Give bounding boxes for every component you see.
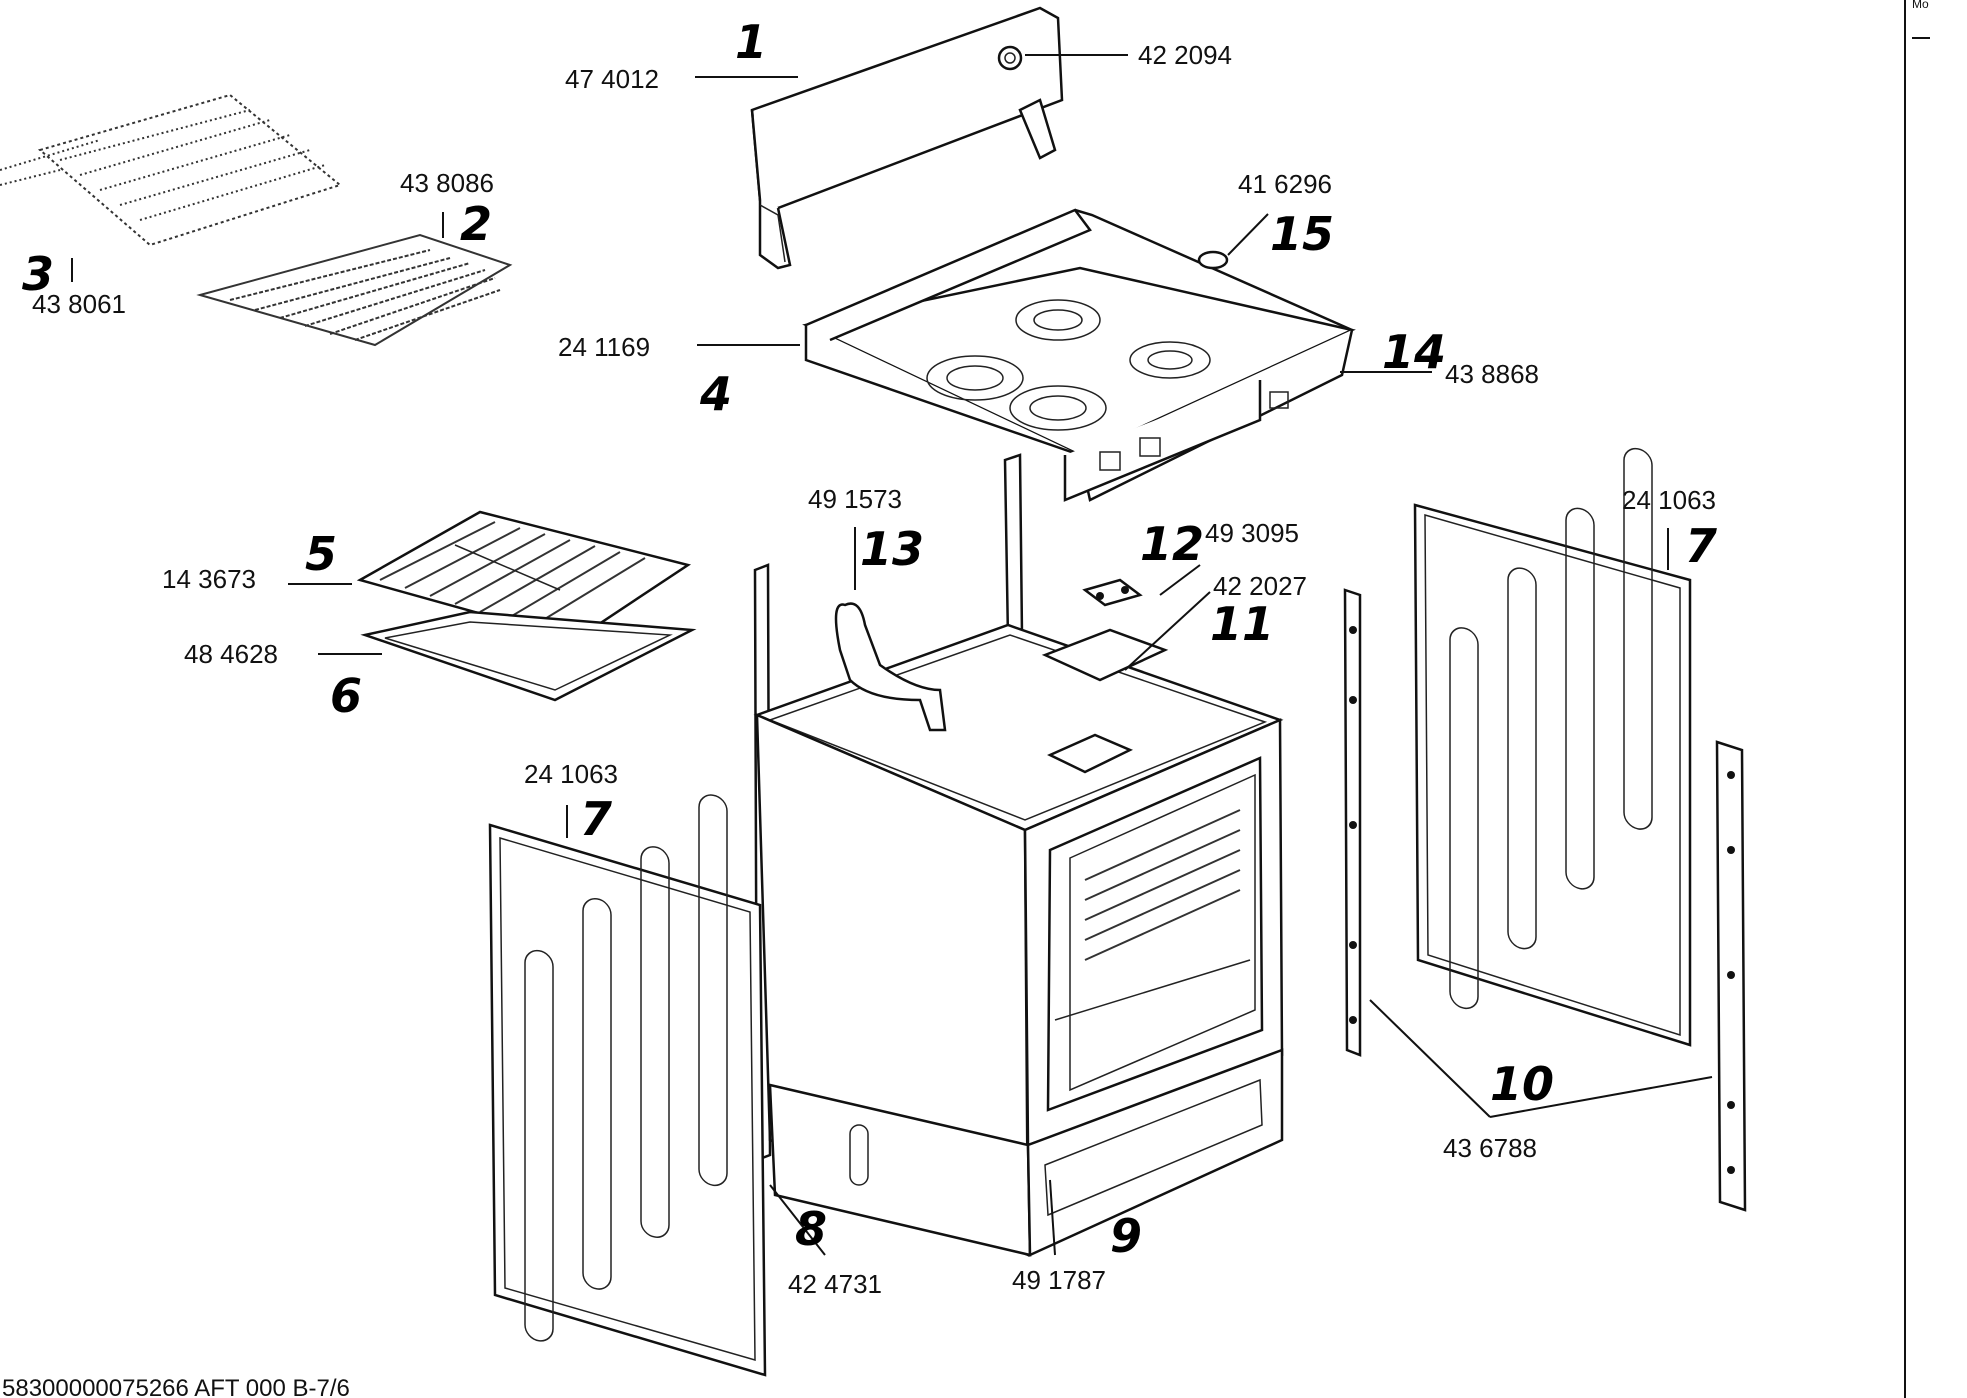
part-number-label: 43 6788 — [1443, 1133, 1537, 1163]
vent-duct-part — [834, 602, 947, 732]
reference-number-label: 2 — [460, 197, 492, 251]
part-number-label: 49 1573 — [808, 484, 902, 514]
part-number-label: 43 8061 — [32, 289, 126, 319]
burner-icon — [1129, 341, 1211, 379]
reference-number-label: 4 — [699, 367, 732, 421]
control-knob-icon — [997, 45, 1023, 71]
oven-body-part — [753, 453, 1284, 1257]
reference-number-label: 5 — [305, 527, 337, 581]
part-number-label: 48 4628 — [184, 639, 278, 669]
part-number-label: 41 6296 — [1238, 169, 1332, 199]
reference-number-label: 3 — [22, 247, 54, 301]
burner-icon — [926, 355, 1024, 401]
cooktop-part — [802, 208, 1356, 502]
reference-number-label: 9 — [1110, 1209, 1142, 1263]
part-number-label: 43 8086 — [400, 168, 494, 198]
small-knob-part — [1197, 250, 1229, 270]
backguard-part — [750, 6, 1064, 270]
reference-number-label: 10 — [1490, 1057, 1554, 1111]
reference-number-label: 11 — [1210, 597, 1274, 651]
reference-number-label: 12 — [1140, 517, 1204, 571]
part-number-label: 14 3673 — [162, 564, 256, 594]
reference-number-label: 7 — [1685, 519, 1717, 573]
reference-number-label: 6 — [330, 669, 362, 723]
part-number-label: 42 2094 — [1138, 40, 1232, 70]
reference-number-label: 15 — [1270, 207, 1334, 261]
part-number-label: 24 1169 — [558, 332, 650, 362]
reference-number-label: 1 — [735, 15, 767, 69]
broiler-pan-part — [360, 610, 697, 702]
oven-rack-part — [0, 93, 343, 247]
broil-rack-part — [196, 233, 513, 347]
part-number-label: 49 3095 — [1205, 518, 1299, 548]
reference-number-label: 13 — [860, 522, 924, 576]
part-number-label: 24 1063 — [1622, 485, 1716, 515]
part-number-label: 42 4731 — [788, 1269, 882, 1299]
part-number-label: 24 1063 — [524, 759, 618, 789]
footer-document-code: 58300000075266 AFT 000 B-7/6 — [2, 1375, 350, 1398]
corner-text: Mo — [1912, 0, 1929, 11]
burner-icon — [1015, 299, 1101, 341]
terminal-block-part — [1082, 578, 1143, 607]
side-panel-left-part — [488, 794, 767, 1377]
leader-lines — [71, 54, 1713, 1256]
reference-number-label: 14 — [1382, 325, 1446, 379]
part-number-label: 42 2027 — [1213, 571, 1307, 601]
burner-icon — [1009, 385, 1107, 431]
trim-strip-left-part — [1343, 588, 1362, 1057]
broiler-pan-insert-part — [356, 510, 692, 642]
reference-number-label: 7 — [580, 792, 612, 846]
reference-number-label: 8 — [795, 1202, 827, 1256]
part-number-label: 49 1787 — [1012, 1265, 1106, 1295]
part-number-label: 47 4012 — [565, 64, 659, 94]
side-panel-right-part — [1413, 447, 1692, 1047]
part-number-label: 43 8868 — [1445, 359, 1539, 389]
trim-strip-right-part — [1715, 740, 1747, 1212]
